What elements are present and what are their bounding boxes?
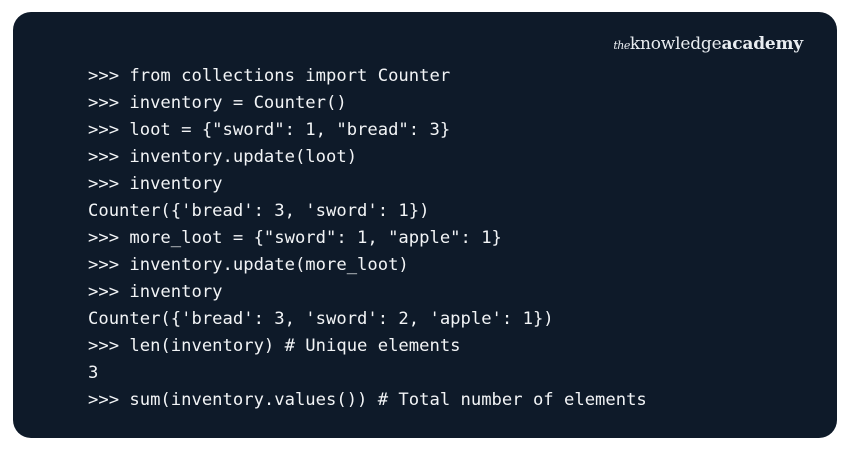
code-line: >>> inventory	[88, 282, 223, 302]
brand-logo: theknowledgeacademy	[613, 34, 803, 54]
code-output-line: Counter({'bread': 3, 'sword': 2, 'apple'…	[88, 309, 554, 329]
code-line: >>> sum(inventory.values()) # Total numb…	[88, 390, 647, 410]
code-line: >>> inventory	[88, 174, 223, 194]
code-output-line: 3	[88, 363, 99, 383]
code-line: >>> from collections import Counter	[88, 66, 451, 86]
code-line: >>> loot = {"sword": 1, "bread": 3}	[88, 120, 451, 140]
code-line: >>> more_loot = {"sword": 1, "apple": 1}	[88, 228, 502, 248]
code-line: >>> inventory = Counter()	[88, 93, 347, 113]
brand-name-regular: knowledge	[629, 34, 722, 54]
brand-prefix: the	[613, 39, 630, 52]
brand-name-bold: academy	[721, 34, 803, 54]
code-card: theknowledgeacademy >>> from collections…	[13, 12, 837, 438]
code-block: >>> from collections import Counter >>> …	[88, 63, 647, 414]
code-line: >>> inventory.update(more_loot)	[88, 255, 409, 275]
code-line: >>> inventory.update(loot)	[88, 147, 358, 167]
code-output-line: Counter({'bread': 3, 'sword': 1})	[88, 201, 430, 221]
code-line: >>> len(inventory) # Unique elements	[88, 336, 461, 356]
